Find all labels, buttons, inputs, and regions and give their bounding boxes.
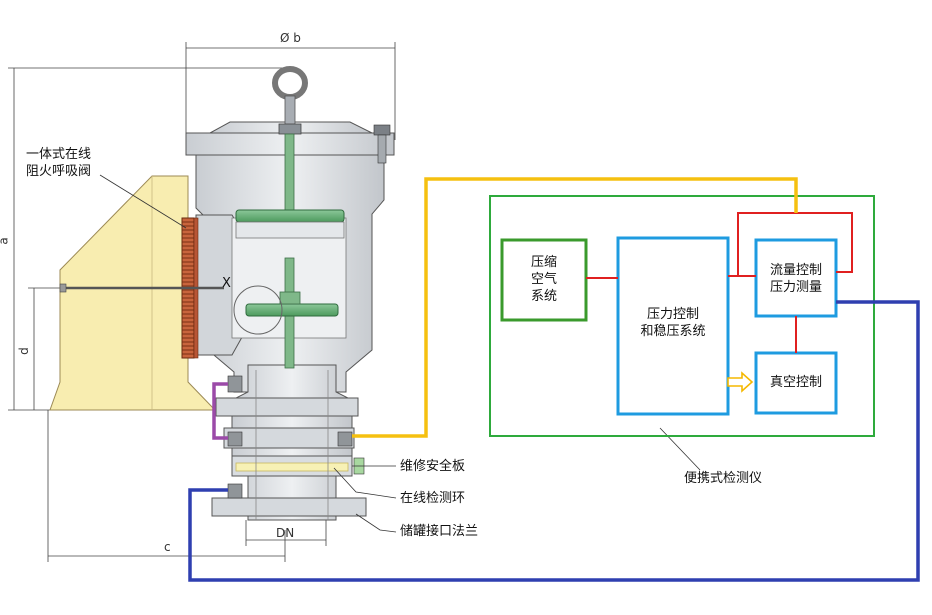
vacuum-disc-plate	[245, 303, 339, 317]
vacuum-disc	[245, 291, 339, 317]
tank-nozzle	[49, 175, 217, 411]
compressed-air-line2: 空气	[530, 272, 557, 287]
dimension-lines	[8, 42, 396, 562]
pressure-control-label: 压力控制 和稳压系统	[618, 306, 728, 340]
instrument-frame	[489, 195, 875, 437]
dim-label-a: a	[0, 237, 11, 244]
bolt-left-lower	[227, 483, 243, 499]
vacuum-control-label: 真空控制	[769, 375, 822, 390]
safety-plate	[235, 462, 349, 472]
pressure-disc-seat	[235, 221, 345, 239]
compressed-air-box	[500, 238, 588, 322]
detail-circle-x	[233, 285, 283, 335]
leader-tank-flange	[355, 513, 397, 533]
pressure-disc-plate	[235, 209, 345, 223]
red-loop	[737, 212, 853, 276]
callout-safety-plate: 维修安全板	[400, 459, 466, 474]
dim-label-b: Ø b	[280, 31, 301, 45]
lifting-eye	[272, 66, 308, 135]
dim-label-d: d	[16, 347, 31, 355]
callout-valve: 一体式在线 阻火呼吸阀	[26, 146, 91, 180]
bolt-left-middle	[227, 431, 243, 447]
bolt-right-middle	[337, 431, 353, 447]
pressure-control-box	[616, 236, 730, 416]
bolt-top-right-shank	[377, 134, 387, 164]
lifting-eye-ring	[272, 66, 308, 100]
bolt-left-upper	[227, 375, 243, 393]
pressure-control-line2: 和稳压系统	[640, 324, 706, 339]
valve-bottom-flange	[211, 497, 367, 517]
pressure-control-line1: 压力控制	[646, 307, 699, 322]
callout-test-ring: 在线检测环	[400, 491, 466, 506]
callout-tank-flange: 储罐接口法兰	[400, 524, 479, 539]
leader-instrument	[659, 427, 701, 471]
vacuum-disc-guide	[279, 291, 301, 305]
callout-valve-line2: 阻火呼吸阀	[26, 164, 92, 179]
instrument-name-label: 便携式检测仪	[684, 471, 763, 486]
flow-pressure-label: 流量控制 压力测量	[756, 262, 836, 296]
yellow-pipe	[352, 177, 798, 438]
flow-pressure-line2: 压力测量	[769, 280, 822, 295]
compressed-air-line1: 压缩	[530, 255, 557, 270]
lifting-eye-nut	[278, 123, 302, 135]
bolt-top-right	[373, 124, 391, 136]
leader-valve	[99, 174, 187, 229]
leader-test-ring	[333, 467, 397, 499]
flow-pressure-line1: 流量控制	[769, 263, 822, 278]
callout-valve-line1: 一体式在线	[26, 147, 92, 162]
dim-label-dn: DN	[276, 526, 295, 540]
valve-flange-upper	[215, 397, 359, 417]
section-label-x: X	[222, 276, 231, 291]
tie-rod-nut	[59, 283, 67, 293]
blue-pipe	[188, 300, 920, 582]
valve-flange-middle	[223, 427, 355, 449]
red-connections	[586, 212, 853, 353]
vacuum-arrow	[727, 371, 754, 393]
lifting-eye-shank	[284, 95, 296, 127]
compressed-air-label: 压缩 空气 系统	[502, 254, 586, 305]
purple-pipe	[212, 382, 228, 440]
compressed-air-line3: 系统	[530, 289, 557, 304]
pressure-disc	[235, 209, 345, 239]
dim-label-c: c	[164, 540, 171, 554]
